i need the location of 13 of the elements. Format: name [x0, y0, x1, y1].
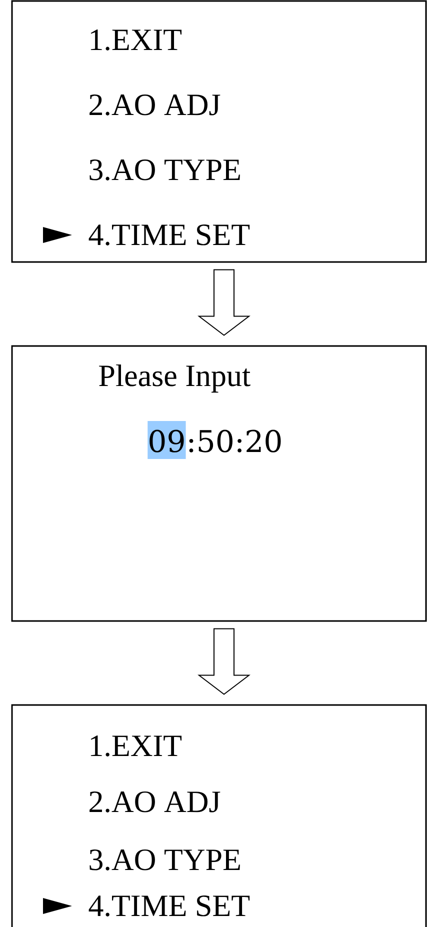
time-digits: :50:20	[189, 430, 281, 452]
prompt-text: Please Input	[99, 364, 250, 393]
menu-item: 3.AO TYPE	[90, 159, 240, 180]
selected-digits: 09	[148, 421, 186, 459]
menu-item: 4.TIME SET	[88, 895, 250, 916]
menu-item: 4.TIME SET	[88, 224, 250, 246]
hollow-arrow	[198, 628, 250, 695]
menu-item: 3.AO TYPE	[90, 849, 240, 870]
menu-item: 1.EXIT	[90, 736, 182, 756]
menu-item: 2.AO ADJ	[90, 791, 220, 812]
hollow-arrow	[198, 269, 250, 336]
menu-item: 2.AO ADJ	[90, 94, 220, 116]
menu-item: 1.EXIT	[90, 30, 182, 50]
